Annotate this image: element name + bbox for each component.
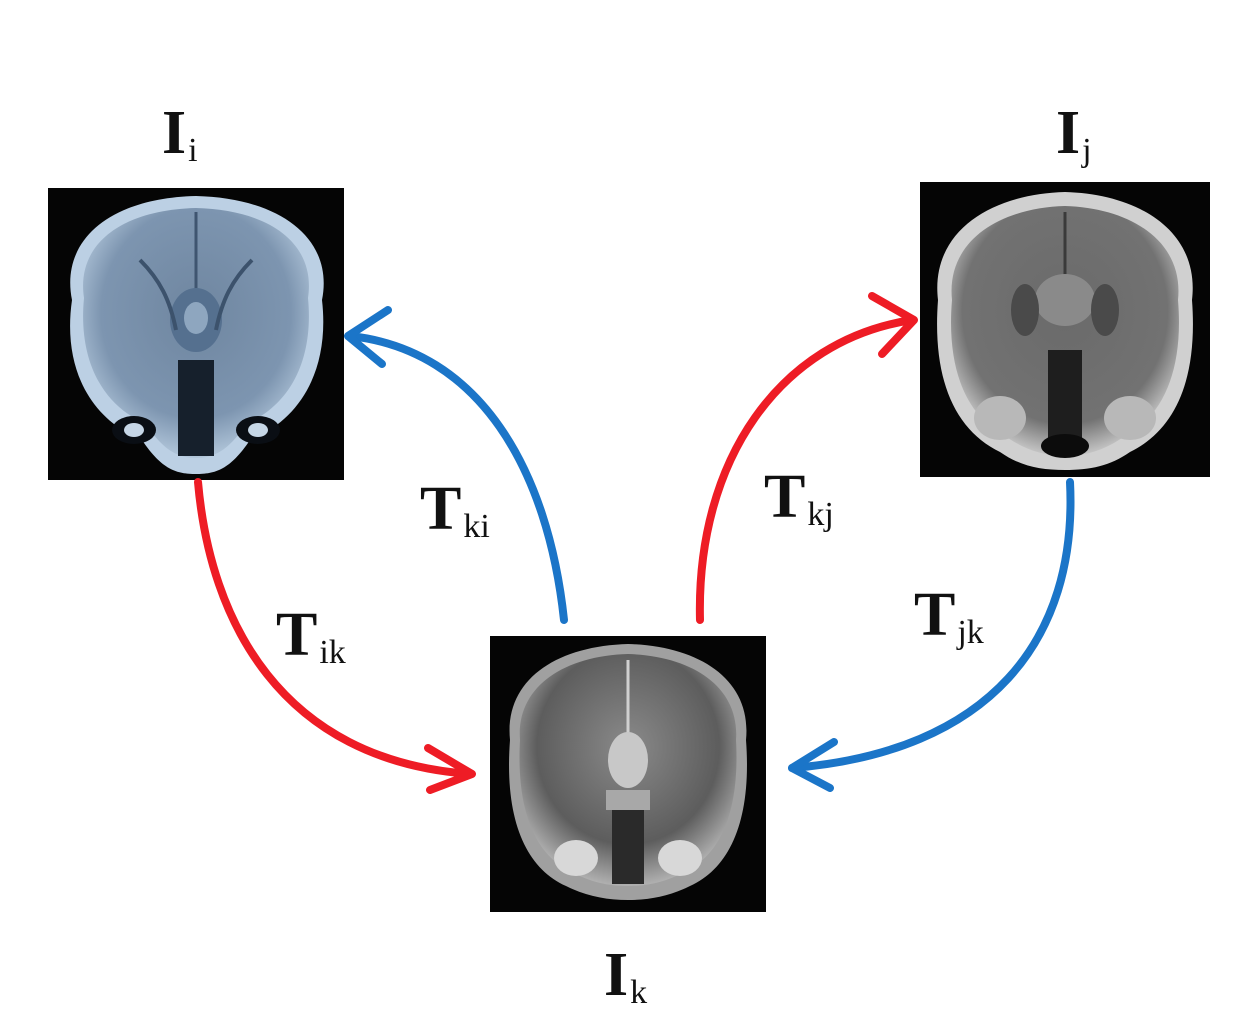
label-subscript: kj [807,496,834,533]
label-main: I [162,99,187,167]
label-main: T [764,463,806,531]
label-subscript: k [630,974,648,1011]
label-main: I [1056,99,1081,167]
label-subscript: jk [957,614,984,651]
label-subscript: ki [463,508,490,545]
label-t-ki: Tki [420,475,490,544]
label-subscript: i [188,132,198,169]
mri-image-j [920,182,1210,477]
label-image-k: Ik [604,941,647,1010]
mri-image-k [490,636,766,912]
label-main: T [276,601,318,669]
arrow-t-ik [194,478,476,794]
arrow-t-jk [788,478,1075,792]
label-image-i: Ii [162,99,198,168]
label-t-jk: Tjk [914,581,984,650]
label-image-j: Ij [1056,99,1092,168]
arrow-t-ki [344,306,568,624]
label-t-kj: Tkj [764,463,834,532]
label-main: I [604,941,629,1009]
label-main: T [420,475,462,543]
label-subscript: j [1082,132,1092,169]
mri-image-i [48,188,344,480]
arrow-t-kj [695,292,918,624]
label-t-ik: Tik [276,601,346,670]
label-main: T [914,581,956,649]
label-subscript: ik [319,634,346,671]
